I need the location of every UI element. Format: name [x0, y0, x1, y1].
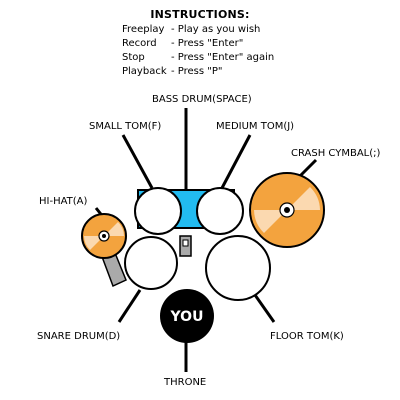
instruction-key: Record [122, 38, 157, 49]
throne-label: THRONE [164, 377, 207, 388]
crash-cymbal-highlight [254, 210, 287, 233]
floor-tom-label: FLOOR TOM(K) [270, 331, 344, 342]
small-tom-leader-line [121, 134, 154, 189]
instruction-key: Stop [122, 52, 145, 63]
floor-tom-leader-line [253, 294, 276, 323]
you-label: YOU [170, 309, 204, 325]
bass-drum-label: BASS DRUM(SPACE) [152, 94, 252, 105]
instruction-key: Freeplay [122, 24, 165, 35]
instruction-desc: - Press "Enter" again [171, 52, 275, 63]
hi-hat-highlight [84, 236, 104, 250]
instruction-key: Playback [122, 66, 167, 77]
bass-drum-pedal-beater [182, 239, 189, 247]
crash-cymbal-center [284, 207, 290, 213]
crash-cymbal-highlight [287, 187, 320, 210]
medium-tom[interactable] [196, 187, 244, 235]
snare-drum[interactable] [124, 236, 178, 290]
snare-drum-leader-line [117, 289, 142, 323]
medium-tom-leader-line [220, 134, 252, 189]
throne-seat [160, 289, 214, 343]
small-tom[interactable] [134, 187, 182, 235]
hi-hat[interactable] [81, 213, 127, 259]
hi-hat-highlight [104, 222, 124, 236]
snare-drum-label: SNARE DRUM(D) [37, 331, 121, 342]
small-tom-label: SMALL TOM(F) [89, 121, 162, 132]
hi-hat-label: HI-HAT(A) [39, 196, 88, 207]
hi-hat-center [102, 234, 106, 238]
leader-lines [94, 108, 318, 372]
floor-tom[interactable] [205, 235, 271, 301]
medium-tom-label: MEDIUM TOM(J) [216, 121, 295, 132]
instruction-desc: - Play as you wish [171, 24, 261, 35]
instructions-title: INSTRUCTIONS: [150, 8, 250, 21]
instruction-desc: - Press "P" [171, 66, 223, 77]
crash-cymbal[interactable] [249, 172, 325, 248]
crash-cymbal-label: CRASH CYMBAL(;) [291, 148, 381, 159]
instruction-desc: - Press "Enter" [171, 38, 244, 49]
